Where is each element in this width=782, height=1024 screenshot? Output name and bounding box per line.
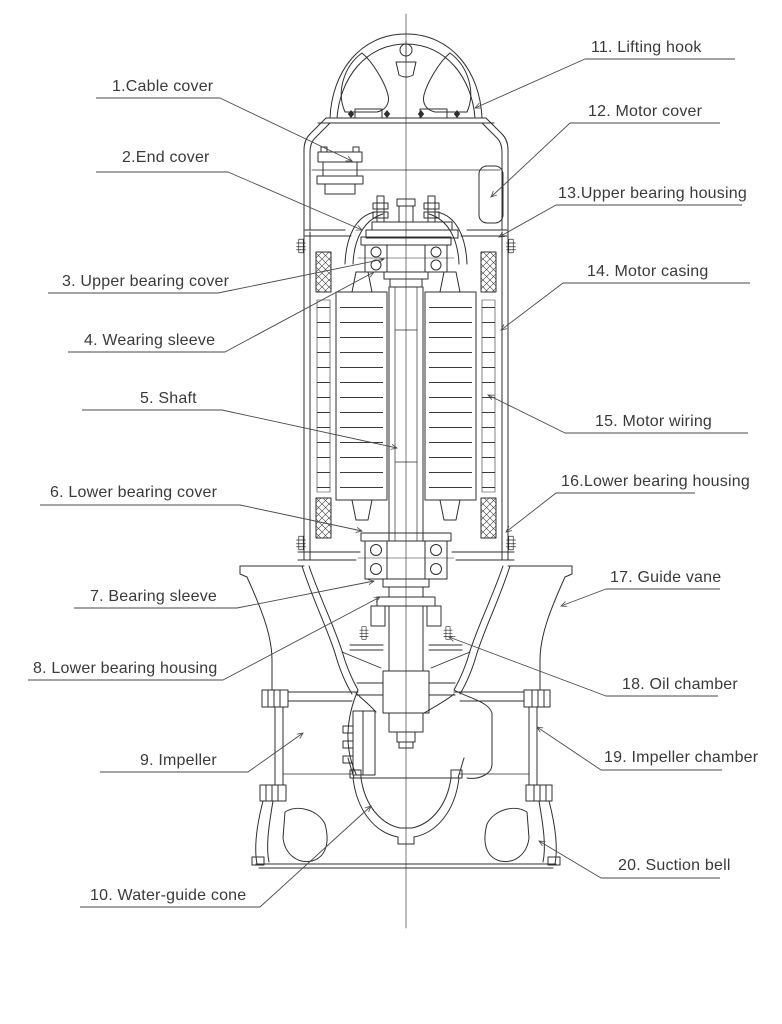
impeller-shroud	[453, 689, 493, 779]
leader-line-9	[100, 733, 303, 773]
suction-bell	[251, 800, 561, 869]
impeller-assembly	[342, 670, 493, 779]
motor-casing	[296, 231, 516, 561]
guide-vane-outer-left	[246, 576, 273, 691]
lower-bearing	[349, 532, 463, 672]
part-labels: 1.Cable cover 2.End cover 3. Upper beari…	[33, 39, 759, 904]
part-label-8: 8. Lower bearing housing	[33, 660, 217, 677]
leader-line-7	[74, 581, 374, 609]
part-label-11: 11. Lifting hook	[591, 39, 702, 56]
part-label-1: 1.Cable cover	[112, 78, 214, 95]
seal-ring-hatch	[480, 497, 497, 539]
leader-line-19	[537, 727, 722, 771]
upper-bearing	[357, 236, 455, 288]
impeller-bolt-ring	[342, 710, 376, 776]
conduit-left	[344, 211, 376, 265]
bell-vane-void	[282, 808, 328, 863]
leader-line-13	[499, 204, 742, 237]
shaft	[388, 286, 424, 542]
leader-line-3	[48, 259, 384, 294]
part-label-10: 10. Water-guide cone	[90, 887, 246, 904]
guide-vane-outer-right	[539, 576, 566, 691]
leader-line-10	[80, 806, 371, 908]
seal-ring-hatch	[315, 251, 332, 293]
bolt	[359, 626, 369, 640]
leader-line-12	[491, 122, 720, 197]
part-label-2: 2.End cover	[122, 149, 210, 166]
motor-cover	[296, 117, 516, 265]
water-guide-cone	[349, 769, 463, 845]
guide-vane-edge	[430, 651, 471, 669]
seal-ring-hatch	[480, 251, 497, 293]
cable-cover	[316, 146, 364, 195]
leader-line-8	[28, 597, 380, 681]
dome-cutout-left	[340, 52, 389, 113]
pump-body	[239, 565, 573, 869]
part-label-16: 16.Lower bearing housing	[561, 473, 750, 490]
part-label-12: 12. Motor cover	[588, 103, 703, 120]
leader-line-17	[561, 588, 720, 606]
part-label-20: 20. Suction bell	[618, 857, 731, 874]
part-label-6: 6. Lower bearing cover	[50, 484, 218, 501]
leader-line-15	[488, 395, 748, 434]
lower-bearing-cover	[360, 532, 452, 542]
dome-cutout-right	[423, 52, 472, 113]
leader-line-5	[82, 409, 397, 448]
part-label-17: 17. Guide vane	[610, 569, 721, 586]
leader-line-20	[539, 841, 720, 879]
motor-windings	[316, 291, 496, 501]
part-label-14: 14. Motor casing	[587, 263, 708, 280]
leader-line-11	[475, 58, 735, 108]
leader-line-18	[449, 637, 718, 697]
leader-line-2	[96, 171, 362, 230]
hook-recess	[395, 61, 417, 78]
guide-vane-edge	[341, 651, 382, 669]
part-label-4: 4. Wearing sleeve	[84, 332, 215, 349]
part-label-13: 13.Upper bearing housing	[558, 185, 747, 202]
seal-ring-hatch	[315, 497, 332, 539]
leader-lines	[28, 58, 750, 908]
leader-line-16	[506, 492, 695, 532]
leader-line-1	[96, 97, 352, 161]
end-cover	[365, 195, 459, 239]
leader-line-14	[501, 282, 750, 330]
part-label-9: 9. Impeller	[140, 752, 217, 769]
part-label-19: 19. Impeller chamber	[604, 749, 759, 766]
part-label-7: 7. Bearing sleeve	[90, 588, 217, 605]
bell-vane-void	[484, 808, 530, 863]
upper-bearing-cover	[360, 236, 452, 246]
lifting-hook-dome	[317, 33, 495, 124]
leader-line-4	[68, 272, 374, 353]
part-label-18: 18. Oil chamber	[622, 676, 738, 693]
part-label-15: 15. Motor wiring	[595, 413, 712, 430]
part-label-5: 5. Shaft	[140, 390, 197, 407]
impeller-shroud	[347, 689, 359, 775]
leader-line-6	[40, 504, 362, 531]
part-label-3: 3. Upper bearing cover	[62, 273, 230, 290]
motor-cover-slot	[478, 165, 504, 224]
conduit-right	[436, 211, 468, 265]
